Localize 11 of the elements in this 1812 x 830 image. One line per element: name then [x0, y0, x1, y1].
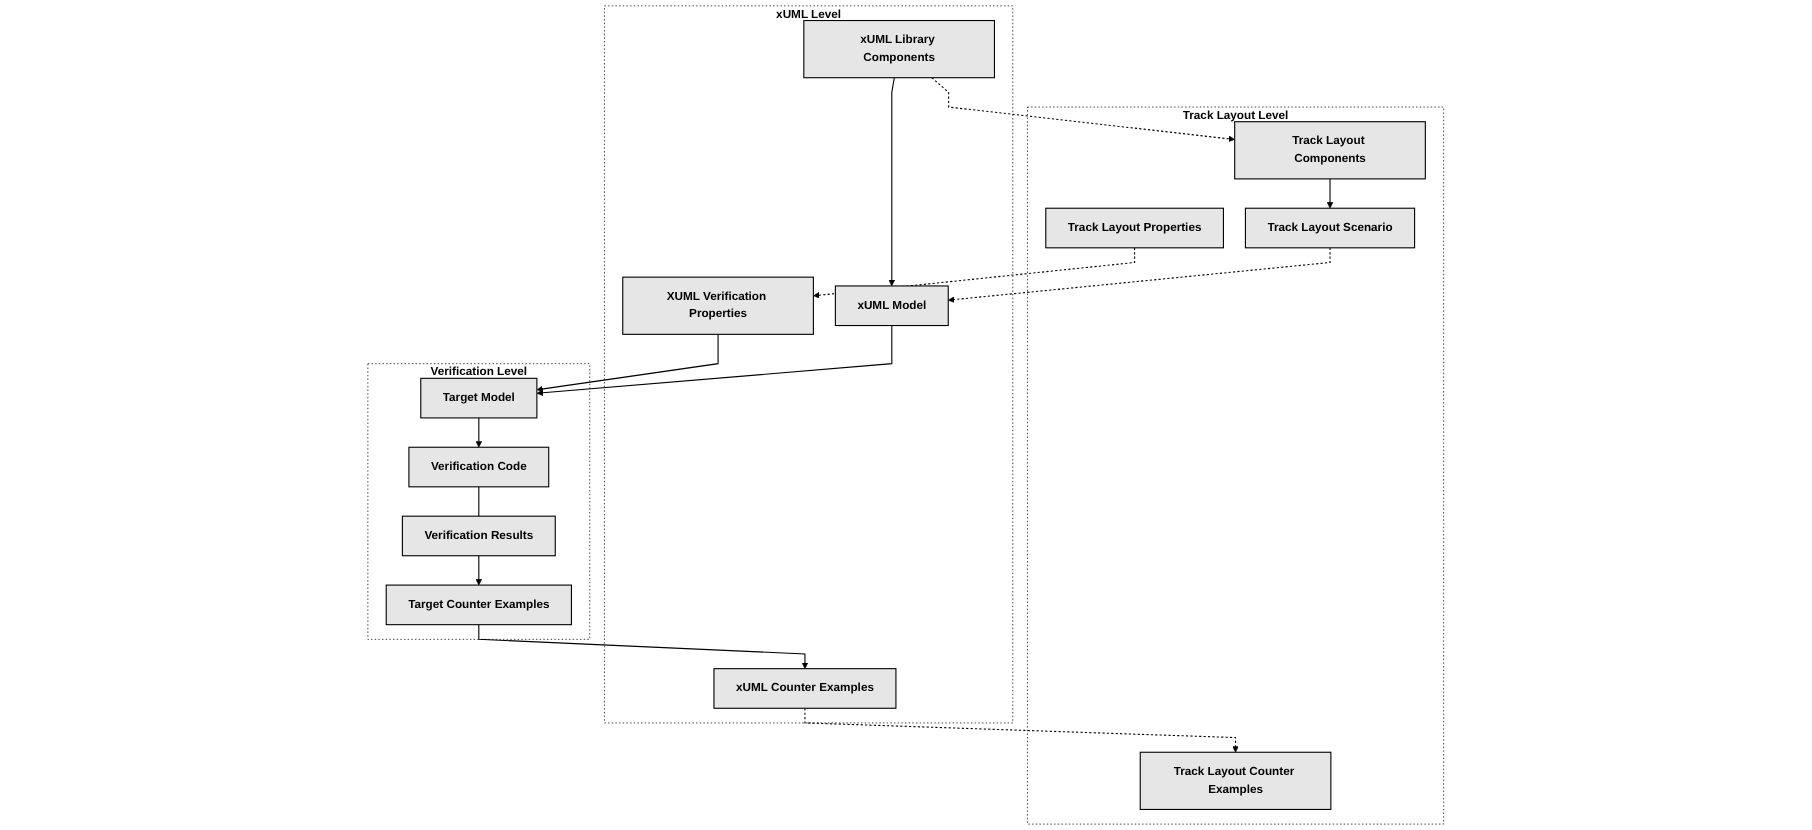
arrow: [948, 247, 1331, 303]
connector: [478, 486, 480, 517]
arrow: [536, 325, 893, 396]
arrow: [804, 707, 1239, 753]
arrow: [478, 624, 809, 669]
arrow: [475, 417, 483, 448]
arrow: [931, 77, 1236, 143]
arrow: [536, 333, 719, 393]
arrow: [888, 77, 896, 287]
arrow: [475, 555, 483, 586]
arrow: [1327, 178, 1334, 209]
